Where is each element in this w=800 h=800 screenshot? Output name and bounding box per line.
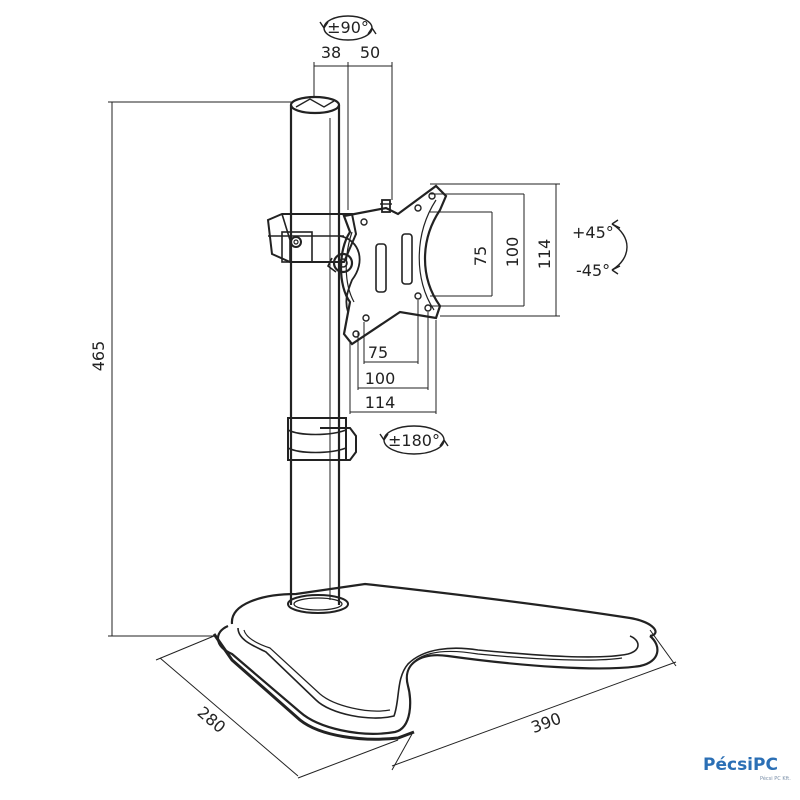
brand-watermark: PécsiPC Pécsi PC Kft. bbox=[703, 755, 791, 782]
pole bbox=[289, 95, 341, 605]
vesa-v-large-label: 114 bbox=[535, 239, 554, 270]
watermark-brand: PécsiPC bbox=[703, 755, 778, 775]
offset-a-label: 38 bbox=[321, 43, 341, 62]
base-width-label: 390 bbox=[529, 709, 564, 737]
vesa-v-small-label: 75 bbox=[471, 246, 490, 266]
dimension-lines bbox=[108, 62, 677, 779]
base-depth-label: 280 bbox=[194, 703, 230, 737]
vesa-h-small-label: 75 bbox=[368, 343, 388, 362]
vesa-h-large-label: 114 bbox=[365, 393, 396, 412]
tilt-up-label: +45° bbox=[572, 223, 614, 242]
tilt-down-label: -45° bbox=[576, 261, 610, 280]
swivel-label: ±90° bbox=[327, 18, 369, 37]
stand-base bbox=[212, 582, 659, 741]
tilt-indicator: +45° -45° bbox=[572, 219, 628, 280]
rotate-label: ±180° bbox=[388, 431, 440, 450]
vesa-v-medium-label: 100 bbox=[503, 237, 522, 268]
vesa-plate bbox=[340, 184, 448, 346]
swivel-badge: ±90° bbox=[319, 15, 377, 41]
watermark-sub: Pécsi PC Kft. bbox=[760, 775, 791, 782]
offset-b-label: 50 bbox=[360, 43, 380, 62]
height-label: 465 bbox=[89, 341, 108, 372]
cable-clamp bbox=[287, 417, 357, 461]
rotate-badge: ±180° bbox=[379, 425, 449, 455]
vesa-h-medium-label: 100 bbox=[365, 369, 396, 388]
